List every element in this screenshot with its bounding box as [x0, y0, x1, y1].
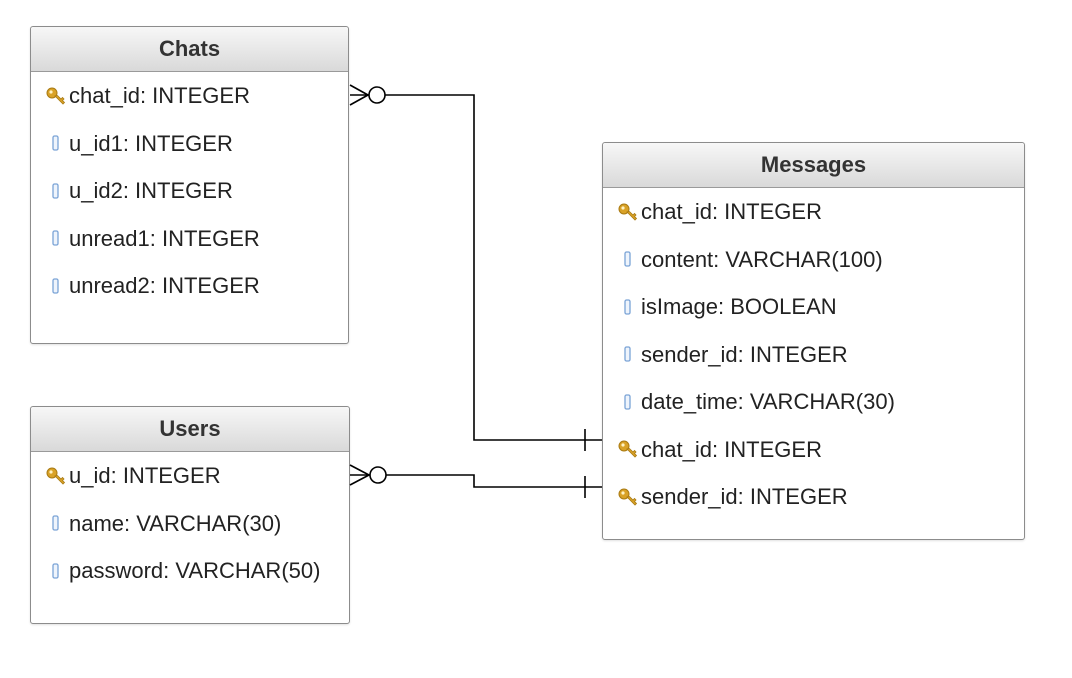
field-label: sender_id: INTEGER — [641, 484, 848, 509]
connector-line — [350, 94, 602, 441]
field-label: chat_id: INTEGER — [641, 436, 822, 462]
chats-table-title: Chats — [31, 27, 348, 72]
messages-field-isimage[interactable]: isImage: BOOLEAN — [603, 283, 1024, 331]
messages-field-date-time[interactable]: date_time: VARCHAR(30) — [603, 378, 1024, 426]
field-label: chat_id: INTEGER — [69, 83, 250, 108]
users-field-password[interactable]: password: VARCHAR(50) — [31, 547, 349, 595]
column-icon — [617, 391, 639, 413]
column-icon — [617, 248, 639, 270]
foreign-key-icon — [617, 486, 639, 508]
messages-field-list: chat_id: INTEGER content: VARCHAR(100) i… — [603, 188, 1024, 521]
field-label: name: VARCHAR(30) — [69, 510, 282, 536]
messages-table-title: Messages — [603, 143, 1024, 188]
chats-field-u-id1[interactable]: u_id1: INTEGER — [31, 120, 348, 168]
connector-line — [350, 474, 602, 488]
field-label: u_id2: INTEGER — [69, 178, 233, 203]
field-label: chat_id: INTEGER — [641, 199, 822, 224]
messages-field-content[interactable]: content: VARCHAR(100) — [603, 236, 1024, 284]
column-icon — [617, 343, 639, 365]
crow-foot-many-optional-icon — [349, 84, 386, 106]
field-label: sender_id: INTEGER — [641, 341, 848, 367]
messages-table[interactable]: Messages chat_id: INTEGER content: VARCH… — [602, 142, 1025, 540]
chats-field-unread2[interactable]: unread2: INTEGER — [31, 262, 348, 310]
users-field-list: u_id: INTEGER name: VARCHAR(30) password… — [31, 452, 349, 595]
users-to-messages-relationship[interactable] — [349, 464, 602, 498]
messages-field-fk-chat-id[interactable]: chat_id: INTEGER — [603, 426, 1024, 474]
users-field-u-id[interactable]: u_id: INTEGER — [31, 452, 349, 500]
messages-field-fk-sender-id[interactable]: sender_id: INTEGER — [603, 473, 1024, 521]
messages-field-chat-id[interactable]: chat_id: INTEGER — [603, 188, 1024, 236]
users-field-name[interactable]: name: VARCHAR(30) — [31, 500, 349, 548]
column-icon — [45, 560, 67, 582]
column-icon — [45, 180, 67, 202]
field-label: isImage: BOOLEAN — [641, 294, 837, 319]
chats-field-list: chat_id: INTEGER u_id1: INTEGER u_id2: I… — [31, 72, 348, 310]
foreign-key-icon — [617, 438, 639, 460]
field-label: u_id: INTEGER — [69, 463, 221, 488]
column-icon — [45, 512, 67, 534]
chats-table[interactable]: Chats chat_id: INTEGER u_id1: INTEGER u_… — [30, 26, 349, 344]
field-label: password: VARCHAR(50) — [69, 558, 321, 583]
column-icon — [45, 275, 67, 297]
primary-key-icon — [45, 465, 67, 487]
users-table-title: Users — [31, 407, 349, 452]
primary-key-icon — [617, 201, 639, 223]
column-icon — [45, 132, 67, 154]
field-label: content: VARCHAR(100) — [641, 246, 883, 272]
field-label: unread1: INTEGER — [69, 225, 260, 251]
field-label: u_id1: INTEGER — [69, 130, 233, 156]
chats-to-messages-relationship[interactable] — [349, 84, 602, 451]
users-table[interactable]: Users u_id: INTEGER name: VARCHAR(30) pa… — [30, 406, 350, 624]
field-label: unread2: INTEGER — [69, 273, 260, 298]
chats-field-u-id2[interactable]: u_id2: INTEGER — [31, 167, 348, 215]
column-icon — [617, 296, 639, 318]
chats-field-unread1[interactable]: unread1: INTEGER — [31, 215, 348, 263]
column-icon — [45, 227, 67, 249]
field-label: date_time: VARCHAR(30) — [641, 389, 895, 414]
primary-key-icon — [45, 85, 67, 107]
chats-field-chat-id[interactable]: chat_id: INTEGER — [31, 72, 348, 120]
crow-foot-many-optional-icon — [349, 464, 387, 486]
messages-field-sender-id[interactable]: sender_id: INTEGER — [603, 331, 1024, 379]
